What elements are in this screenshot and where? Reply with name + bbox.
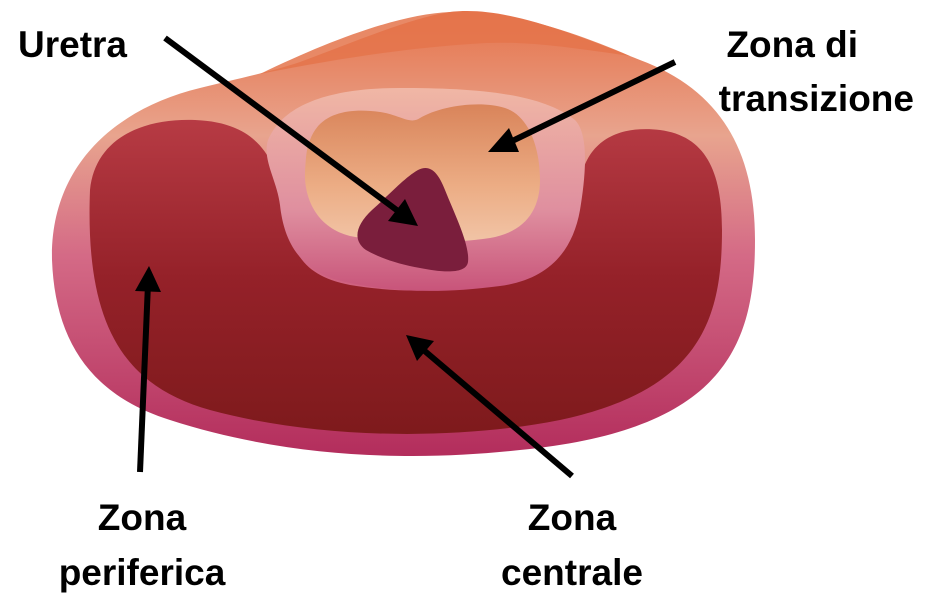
label-zona-periferica-line1: Zona [98,497,187,538]
label-uretra: Uretra [18,24,127,65]
label-zona-transizione-line2: transizione [719,78,914,119]
label-zona-transizione-line1: Zona di [726,24,858,65]
label-zona-periferica-line2: periferica [59,552,226,593]
label-zona-centrale-line1: Zona [528,497,617,538]
label-zona-centrale-line2: centrale [501,552,643,593]
